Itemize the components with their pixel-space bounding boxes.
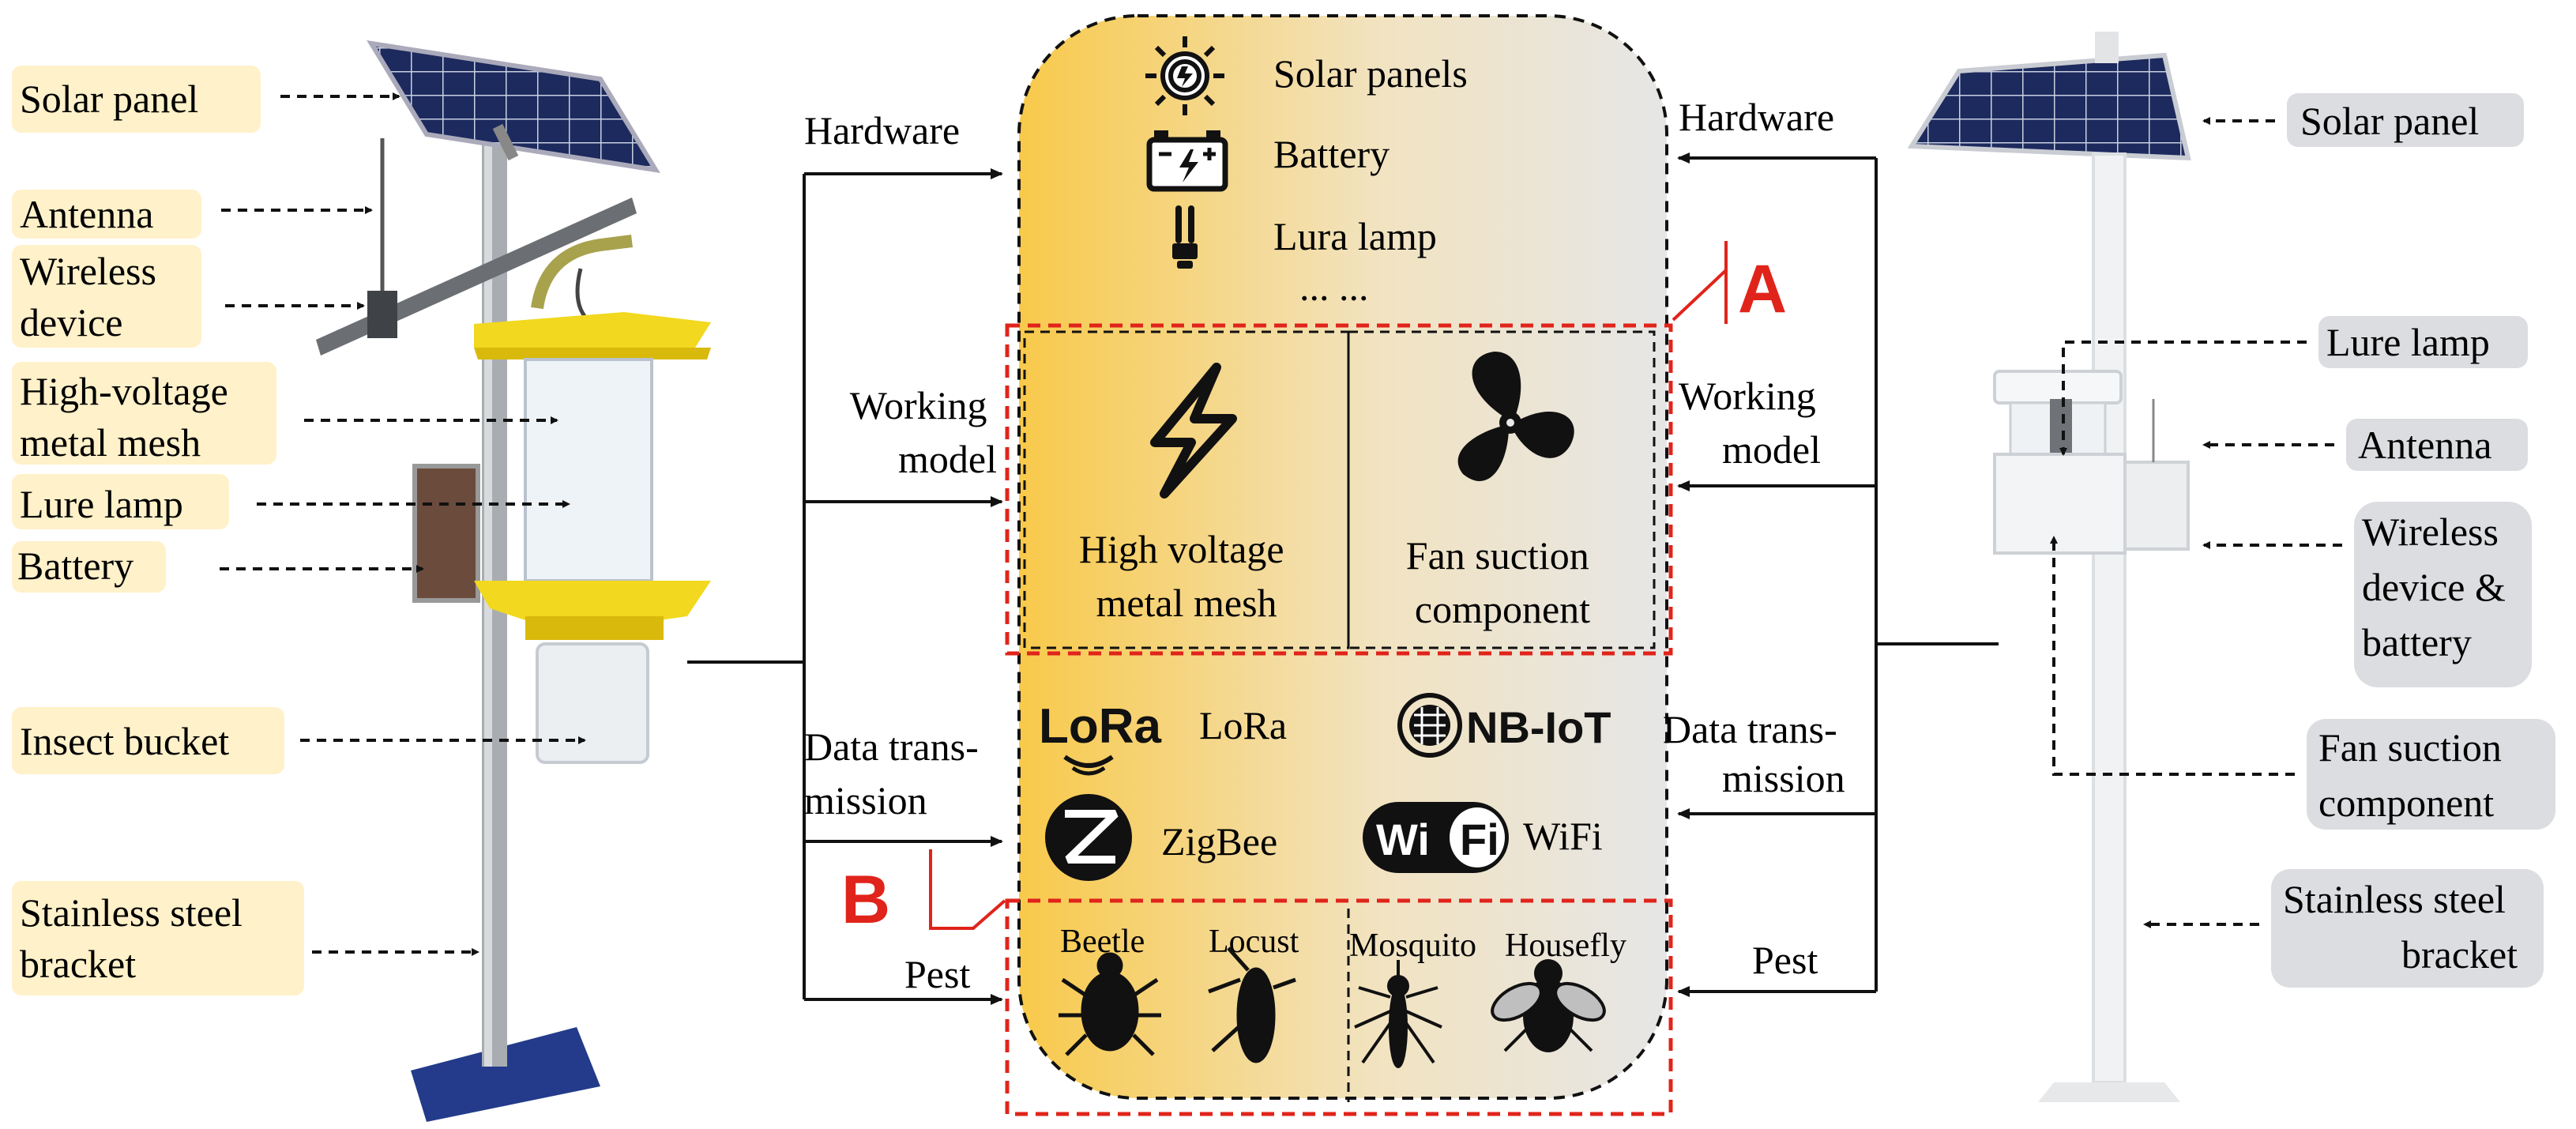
pest-locust: Locust xyxy=(1209,924,1299,960)
badge-b: B xyxy=(841,849,1006,938)
right-label-antenna: Antenna xyxy=(2358,423,2491,467)
locust-icon xyxy=(1208,946,1296,1063)
left-label-insect-bucket: Insect bucket xyxy=(20,719,229,763)
hardware-more: ... ... xyxy=(1299,265,1369,309)
pest-beetle: Beetle xyxy=(1060,924,1145,960)
left-connector xyxy=(687,168,1003,1005)
lora-label: LoRa xyxy=(1199,703,1287,747)
left-cat-working-model: Working model xyxy=(850,383,997,481)
pest-highlight-box xyxy=(1005,898,1673,1116)
wifi-logo: Wi Fi xyxy=(1363,802,1509,873)
left-insect-bucket-image xyxy=(536,642,649,764)
left-label-battery: Battery xyxy=(17,544,134,588)
right-cat-pest: Pest xyxy=(1752,938,1818,982)
left-category-labels: Hardware Working model Data trans- missi… xyxy=(804,108,997,996)
right-wireless-box xyxy=(2123,461,2190,551)
right-cat-working-model: Working model xyxy=(1679,374,1826,472)
pest-mosquito: Mosquito xyxy=(1349,928,1476,964)
left-cat-hardware: Hardware xyxy=(804,108,960,152)
right-trap-top xyxy=(1993,370,2123,405)
hardware-solar-panels: Solar panels xyxy=(1273,51,1468,96)
left-controller-box xyxy=(412,464,480,603)
working-model-highlight-box xyxy=(1005,323,1673,656)
right-labels: Solar panel Lure lamp Antenna Wireless d… xyxy=(2271,93,2555,988)
left-trap-roof xyxy=(474,312,711,348)
housefly-icon xyxy=(1491,959,1606,1052)
right-label-solar-panel: Solar panel xyxy=(2300,99,2479,143)
wifi-label: WiFi xyxy=(1523,814,1603,858)
bulb-icon xyxy=(1172,205,1198,269)
hardware-battery: Battery xyxy=(1273,132,1390,176)
right-label-lure-lamp: Lure lamp xyxy=(2326,320,2490,364)
center-panel: Solar panels Battery Lura lamp ... ... xyxy=(841,14,1787,1116)
left-solar-panel-image xyxy=(367,40,660,173)
working-right-label: Fan suction component xyxy=(1406,533,1599,631)
right-category-labels: Hardware Working model Data trans- missi… xyxy=(1663,95,1847,982)
right-trap-device xyxy=(1907,32,2191,1102)
right-connector xyxy=(1677,152,1999,997)
mosquito-icon xyxy=(1354,960,1442,1068)
left-mesh-tubes xyxy=(524,358,653,582)
left-labels: Solar panel Antenna Wireless device High… xyxy=(12,66,304,995)
working-left-label: High voltage metal mesh xyxy=(1079,527,1294,625)
zigbee-logo xyxy=(1045,794,1132,881)
right-label-fan-suction: Fan suction component xyxy=(2318,725,2511,825)
lightning-icon xyxy=(1150,363,1237,499)
right-solar-panel-image xyxy=(1907,52,2191,161)
left-cat-data-transmission: Data trans- mission xyxy=(804,724,988,822)
left-label-solar-panel: Solar panel xyxy=(20,77,198,121)
fan-icon xyxy=(1457,352,1574,481)
badge-b-text: B xyxy=(841,862,890,938)
sun-icon xyxy=(1145,36,1224,115)
data-transmission-section: LoRa LoRa NB-IoT ZigBee Wi Fi xyxy=(1039,693,1611,881)
battery-icon xyxy=(1146,130,1228,192)
left-label-bracket: Stainless steel bracket xyxy=(20,890,252,986)
nbiot-logo: NB-IoT xyxy=(1397,693,1611,758)
hardware-lura-lamp: Lura lamp xyxy=(1273,214,1437,258)
right-cat-data-transmission: Data trans- mission xyxy=(1663,707,1847,800)
left-trap-device xyxy=(316,40,711,1122)
svg-text:Wi: Wi xyxy=(1376,815,1430,864)
pest-section: Beetle Locust Mosquito Housefly xyxy=(1005,898,1673,1116)
left-trap-funnel xyxy=(474,581,711,624)
svg-text:Fi: Fi xyxy=(1460,815,1499,864)
left-pointers xyxy=(220,92,586,956)
lora-logo: LoRa xyxy=(1039,699,1162,776)
hardware-section: Solar panels Battery Lura lamp ... ... xyxy=(1145,36,1468,309)
right-pointers xyxy=(2050,117,2342,928)
beetle-icon xyxy=(1059,952,1161,1056)
right-cat-hardware: Hardware xyxy=(1679,95,1834,139)
left-label-mesh: High-voltage metal mesh xyxy=(20,369,238,465)
left-label-lure-lamp: Lure lamp xyxy=(20,482,183,526)
left-cat-pest: Pest xyxy=(904,952,970,996)
badge-a-text: A xyxy=(1738,251,1787,327)
badge-a: A xyxy=(1672,241,1787,327)
svg-text:LoRa: LoRa xyxy=(1039,699,1162,754)
right-label-wireless: Wireless device & battery xyxy=(2362,510,2515,664)
left-label-wireless-device: Wireless device xyxy=(20,249,166,344)
left-wireless-box xyxy=(367,291,397,338)
zigbee-label: ZigBee xyxy=(1161,819,1277,864)
right-trap-body xyxy=(1993,453,2127,555)
svg-text:NB-IoT: NB-IoT xyxy=(1466,702,1611,752)
right-label-bracket: Stainless steel bracket xyxy=(2283,877,2518,977)
pest-housefly: Housefly xyxy=(1505,928,1626,964)
left-base-plate xyxy=(411,1027,600,1122)
working-model-section: High voltage metal mesh Fan suction comp… xyxy=(1005,323,1673,656)
right-pole xyxy=(2092,152,2127,1084)
left-label-antenna: Antenna xyxy=(20,192,153,236)
